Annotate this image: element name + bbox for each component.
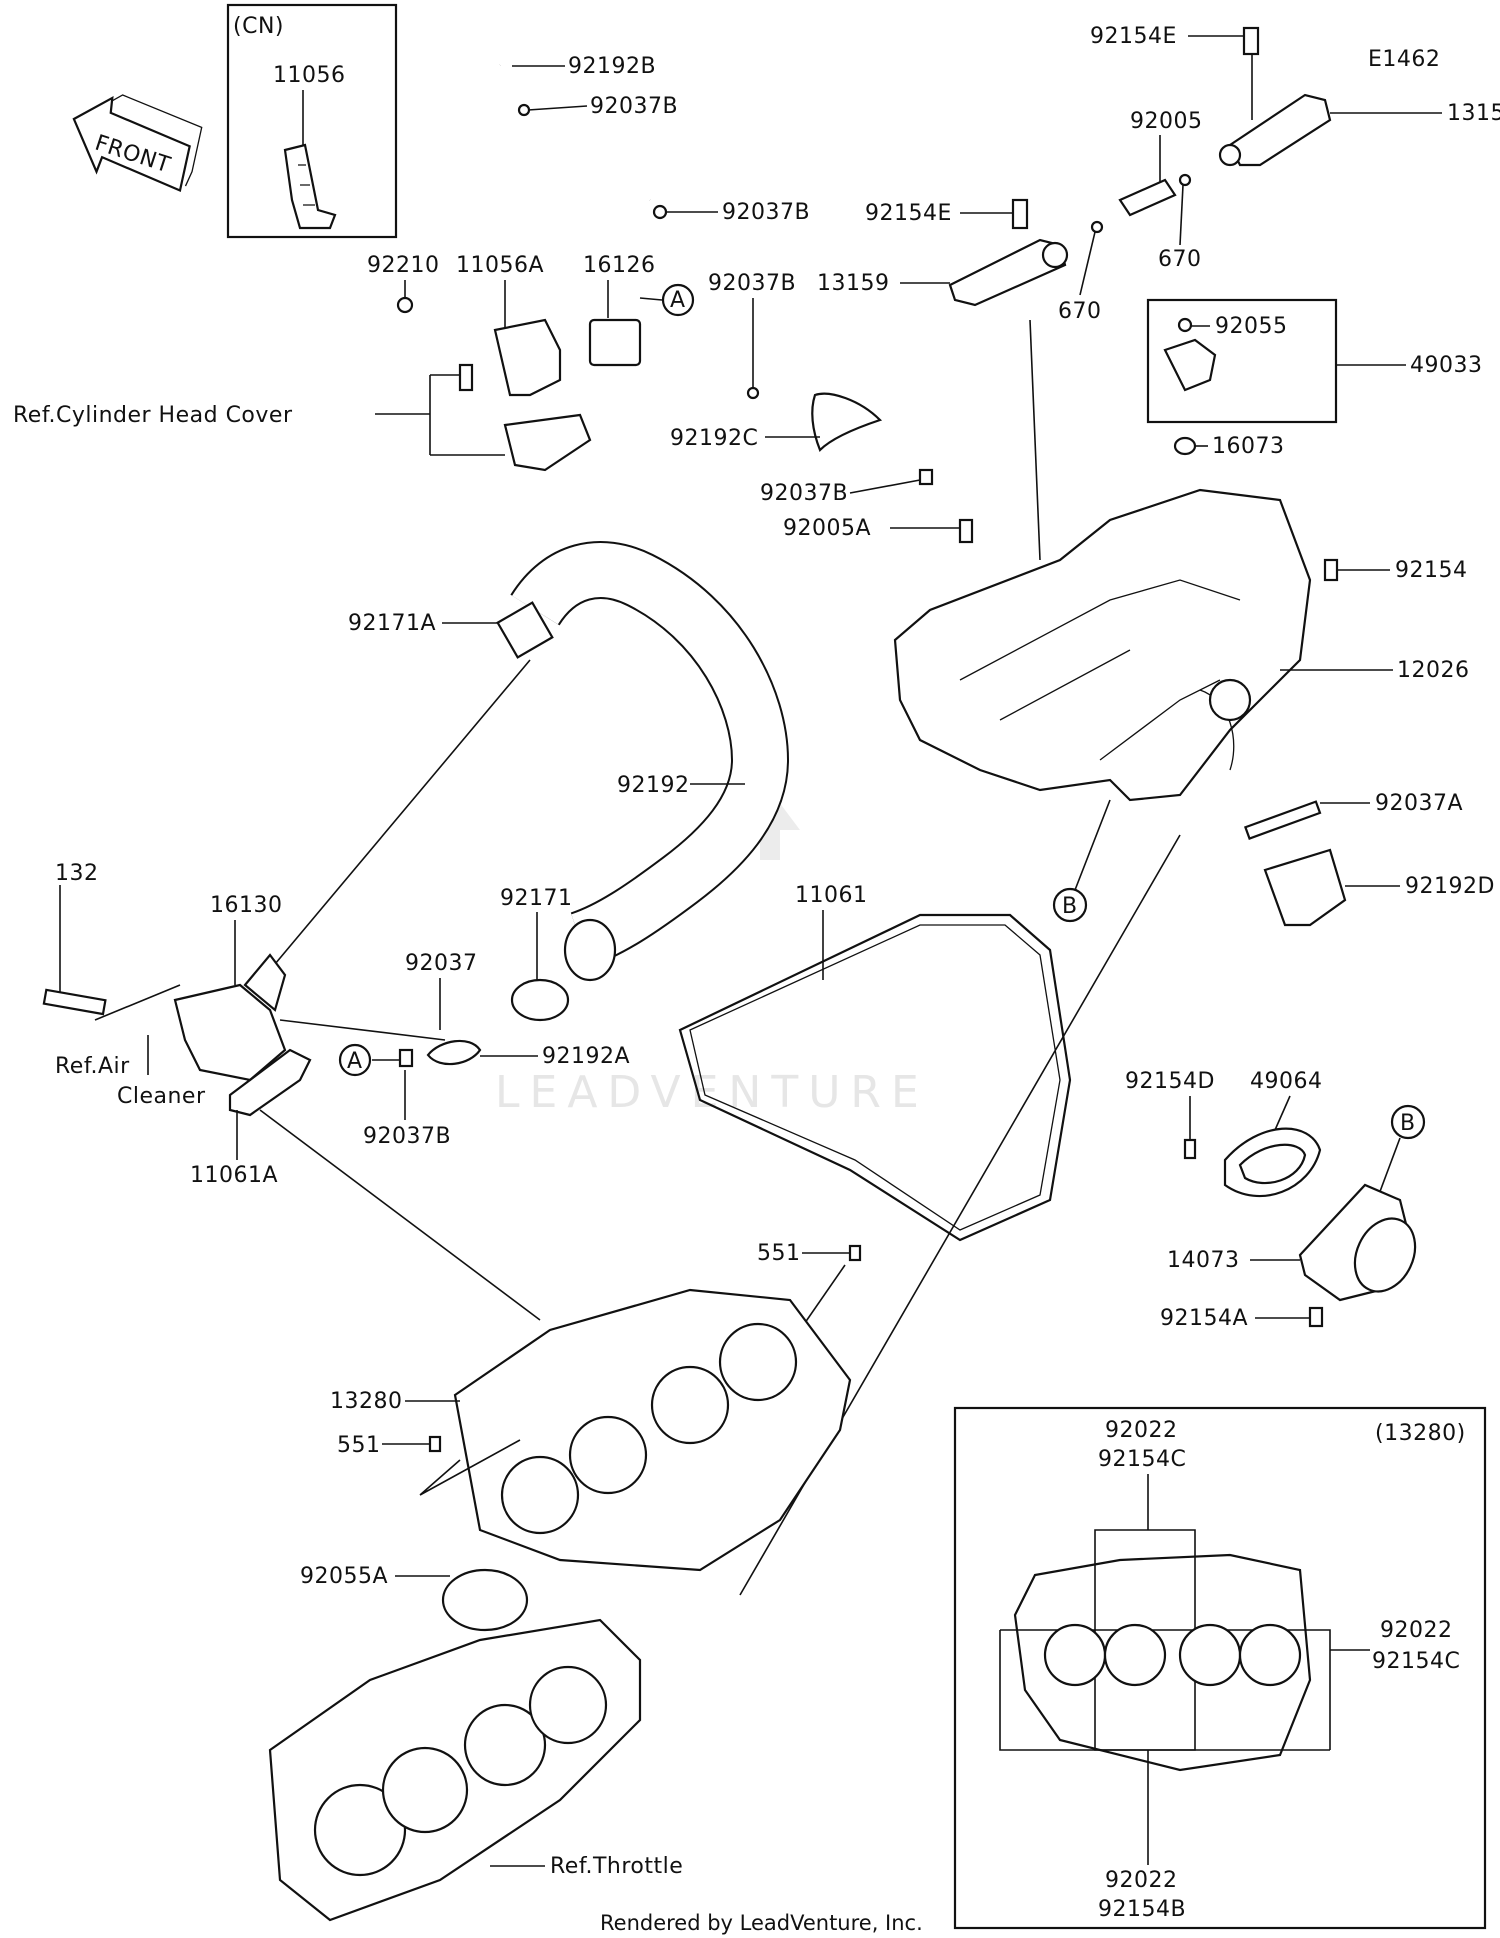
- callout-92154C-2: 92154C: [1372, 1649, 1460, 1674]
- circle-a-1: A: [670, 288, 686, 313]
- watermark-text: LEADVENTURE: [495, 1067, 929, 1118]
- circle-b-1: B: [1062, 894, 1078, 919]
- callout-92192A: 92192A: [542, 1044, 630, 1069]
- callout-92037B-4: 92037B: [760, 481, 848, 506]
- footer-credit: Rendered by LeadVenture, Inc.: [600, 1911, 923, 1935]
- ref-air-line2: Cleaner: [117, 1084, 206, 1109]
- callout-92192B: 92192B: [568, 54, 656, 79]
- callout-670-1: 670: [1158, 247, 1202, 272]
- inset-13280-label: (13280): [1375, 1421, 1466, 1446]
- hose-92192B: [485, 60, 656, 205]
- callout-92192D: 92192D: [1405, 874, 1495, 899]
- callout-92154E-2: 92154E: [865, 201, 952, 226]
- callout-92192: 92192: [617, 773, 690, 798]
- callout-92154: 92154: [1395, 558, 1468, 583]
- callout-92192C: 92192C: [670, 426, 758, 451]
- diagram-code: E1462: [1368, 47, 1440, 72]
- callout-670-2: 670: [1058, 299, 1102, 324]
- callout-92154D: 92154D: [1125, 1069, 1215, 1094]
- callout-92037: 92037: [405, 951, 478, 976]
- callout-92037B-5: 92037B: [363, 1124, 451, 1149]
- front-arrow: FRONT: [72, 94, 203, 193]
- callout-11056: 11056: [273, 63, 346, 88]
- callout-92037B-1: 92037B: [590, 94, 678, 119]
- callout-92154C-1: 92154C: [1098, 1447, 1186, 1472]
- callout-92154A: 92154A: [1160, 1306, 1248, 1331]
- callout-92210: 92210: [367, 253, 440, 278]
- callout-49033: 49033: [1410, 353, 1483, 378]
- callout-11061: 11061: [795, 883, 868, 908]
- throttle-bores: [313, 1665, 608, 1877]
- callout-13159-1: 13159: [1447, 101, 1500, 126]
- callout-551-1: 551: [757, 1241, 801, 1266]
- callout-92022-1: 92022: [1105, 1418, 1178, 1443]
- callout-13280: 13280: [330, 1389, 403, 1414]
- callout-92171A: 92171A: [348, 611, 436, 636]
- callout-92022-2: 92022: [1380, 1618, 1453, 1643]
- callout-16073: 16073: [1212, 434, 1285, 459]
- callout-11061A: 11061A: [190, 1163, 278, 1188]
- duct-ports: [500, 1322, 798, 1535]
- callout-551-2: 551: [337, 1433, 381, 1458]
- callout-92154B: 92154B: [1098, 1897, 1186, 1922]
- circle-a-2: A: [347, 1049, 363, 1074]
- callout-132: 132: [55, 861, 99, 886]
- callout-92022-3: 92022: [1105, 1868, 1178, 1893]
- callout-92037B-2: 92037B: [722, 200, 810, 225]
- callout-92171: 92171: [500, 886, 573, 911]
- inset-cn-label: (CN): [233, 14, 284, 39]
- callout-92005: 92005: [1130, 109, 1203, 134]
- callout-92037B-3: 92037B: [708, 271, 796, 296]
- inset-cn: (CN) 11056: [226, 3, 398, 239]
- callout-92005A: 92005A: [783, 516, 871, 541]
- ref-air-line1: Ref.Air: [55, 1054, 130, 1079]
- ref-cylinder-head-cover: Ref.Cylinder Head Cover: [13, 403, 293, 428]
- callout-12026: 12026: [1397, 658, 1470, 683]
- callout-92055: 92055: [1215, 314, 1288, 339]
- circle-b-2: B: [1400, 1111, 1416, 1136]
- callout-92055A: 92055A: [300, 1564, 388, 1589]
- ref-throttle: Ref.Throttle: [550, 1854, 683, 1879]
- callout-13159-2: 13159: [817, 271, 890, 296]
- callout-14073: 14073: [1167, 1248, 1240, 1273]
- callout-49064: 49064: [1250, 1069, 1323, 1094]
- callout-11056A: 11056A: [456, 253, 544, 278]
- callout-92154E-1: 92154E: [1090, 24, 1177, 49]
- callout-92037A-1: 92037A: [1375, 791, 1463, 816]
- callout-16130: 16130: [210, 893, 283, 918]
- inset-13280: (13280) 92022 92154C 92022 92154C 92022 …: [953, 1406, 1487, 1930]
- watermark: LEADVENTURE: [495, 790, 929, 1118]
- callout-16126: 16126: [583, 253, 656, 278]
